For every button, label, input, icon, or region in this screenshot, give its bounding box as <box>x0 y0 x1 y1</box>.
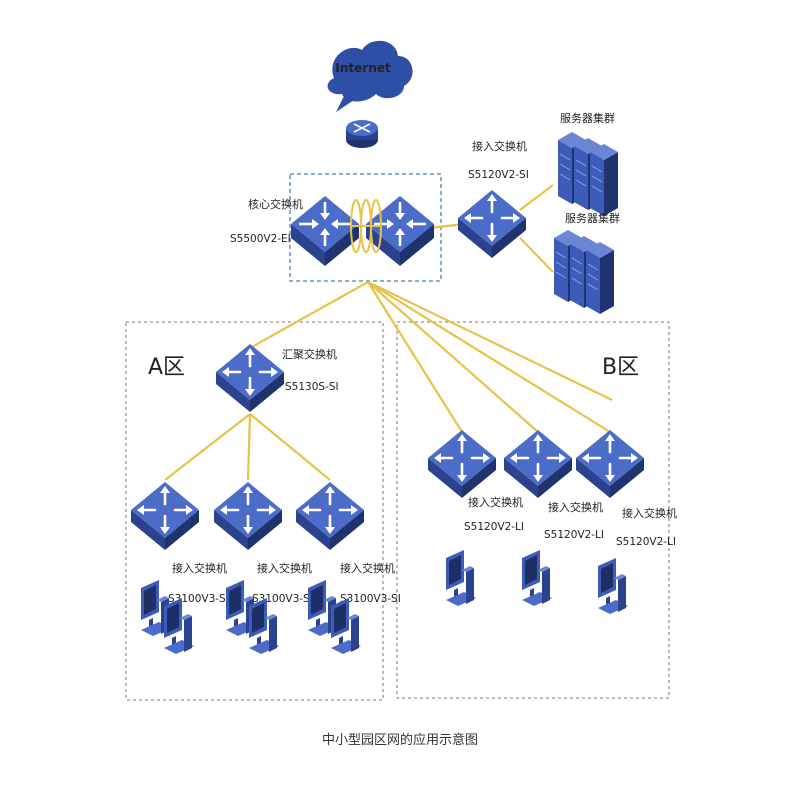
zone-b-pc-3-icon <box>598 558 628 614</box>
zone-b-access-switch-1-icon <box>426 428 498 500</box>
server-cluster-2-icon <box>553 229 615 315</box>
aggregation-switch-icon <box>214 342 286 414</box>
zone-b-access-switch-3-icon <box>574 428 646 500</box>
zone-b-access-3-name: 接入交换机 <box>622 506 677 520</box>
zone-b-pc-1-icon <box>446 550 476 606</box>
server-access-name: 接入交换机 <box>472 139 527 153</box>
zone-a-access-2-name: 接入交换机 <box>257 561 312 575</box>
server-cluster-1-label: 服务器集群 <box>560 111 615 125</box>
zone-b-title: B区 <box>602 355 639 380</box>
zone-b-access-switch-2-icon <box>502 428 574 500</box>
zone-a-access-3-model: S3100V3-SI <box>340 593 401 605</box>
core-switch-name: 核心交换机 <box>248 197 303 211</box>
zone-a-pc-group-2-icon <box>226 580 279 654</box>
server-access-model: S5120V2-SI <box>468 169 529 181</box>
server-cluster-1-icon <box>557 131 619 217</box>
zone-b-access-1-name: 接入交换机 <box>468 495 523 509</box>
zone-a-access-switch-1-icon <box>129 480 201 552</box>
aggregation-switch-name: 汇聚交换机 <box>282 347 337 361</box>
zone-b-pc-2-icon <box>522 550 552 606</box>
server-access-switch-icon <box>456 188 528 260</box>
link-aggregation-icon <box>350 199 382 253</box>
core-switch-2-icon <box>364 194 436 268</box>
zone-a-access-switch-3-icon <box>294 480 366 552</box>
server-cluster-2-label: 服务器集群 <box>565 211 620 225</box>
zone-b-access-3-model: S5120V2-LI <box>616 536 676 548</box>
internet-cloud-icon: Internet <box>327 40 413 112</box>
core-switch-model: S5500V2-EI <box>230 233 291 245</box>
zone-a-access-switch-2-icon <box>212 480 284 552</box>
zone-b-access-1-model: S5120V2-LI <box>464 521 524 533</box>
aggregation-switch-model: S5130S-SI <box>285 381 339 393</box>
links <box>164 184 613 481</box>
zone-a-border <box>125 321 384 701</box>
zone-a-access-1-model: S3100V3-SI <box>168 593 229 605</box>
router-icon <box>346 120 378 148</box>
diagram-caption: 中小型园区网的应用示意图 <box>322 732 478 748</box>
zone-a-pc-group-3-icon <box>308 580 361 654</box>
zone-a-access-3-name: 接入交换机 <box>340 561 395 575</box>
zone-b-access-2-name: 接入交换机 <box>548 500 603 514</box>
zone-a-access-2-model: S3100V3-SI <box>252 593 313 605</box>
zone-a-pc-group-1-icon <box>141 580 194 654</box>
zone-b-access-2-model: S5120V2-LI <box>544 529 604 541</box>
zone-a-access-1-name: 接入交换机 <box>172 561 227 575</box>
zone-a-title: A区 <box>148 355 185 380</box>
internet-label: Internet <box>335 61 390 75</box>
